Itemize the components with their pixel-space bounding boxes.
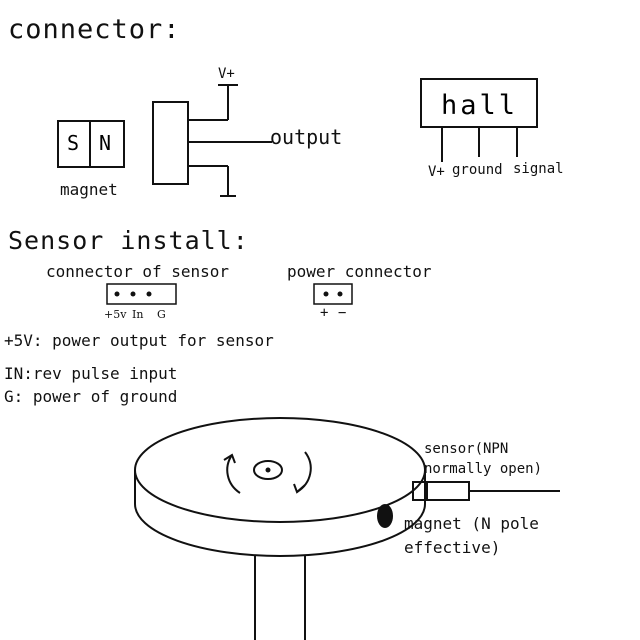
sensor-install-heading: Sensor install: — [8, 226, 249, 255]
sensor-pin-in: In — [132, 308, 144, 321]
vcc-label: V+ — [218, 66, 235, 82]
wheel-hub — [253, 460, 283, 480]
sensor-label-line1: sensor(NPN — [424, 441, 509, 457]
connector-heading: connector: — [8, 14, 181, 45]
wheel-rim — [134, 470, 426, 557]
power-connector — [313, 283, 353, 305]
sensor-connector — [106, 283, 177, 305]
wheel-top — [134, 417, 426, 523]
sensor-pin-5v: +5v — [104, 308, 127, 321]
output-label: output — [270, 125, 343, 149]
magnet-s-label: S — [67, 131, 79, 155]
hall-module-block — [152, 101, 189, 185]
wheel-magnet-label-line1: magnet (N pole — [404, 514, 539, 533]
hall-pin-vplus: V+ — [428, 164, 445, 180]
power-connector-label: power connector — [287, 262, 432, 281]
hall-pin-signal: signal — [513, 161, 564, 177]
note-g: G: power of ground — [4, 387, 178, 406]
rotation-arrow-left — [226, 454, 241, 494]
wheel-magnet — [377, 504, 393, 528]
wheel-magnet-label-line2: effective) — [404, 538, 501, 557]
power-pin-minus: − — [338, 305, 347, 321]
sensor-label-line2: normally open) — [424, 461, 543, 477]
magnet-label: magnet — [60, 180, 118, 199]
sensor-pin-g: G — [157, 308, 166, 321]
sensor-probe — [412, 481, 470, 501]
note-in: IN:rev pulse input — [4, 364, 178, 383]
hall-pin-ground: ground — [452, 162, 503, 178]
hall-label: hall — [441, 90, 518, 121]
note-5v: +5V: power output for sensor — [4, 331, 274, 350]
power-pin-plus: + — [320, 305, 329, 321]
magnet-n-label: N — [99, 131, 111, 155]
sensor-connector-label: connector of sensor — [46, 262, 230, 281]
